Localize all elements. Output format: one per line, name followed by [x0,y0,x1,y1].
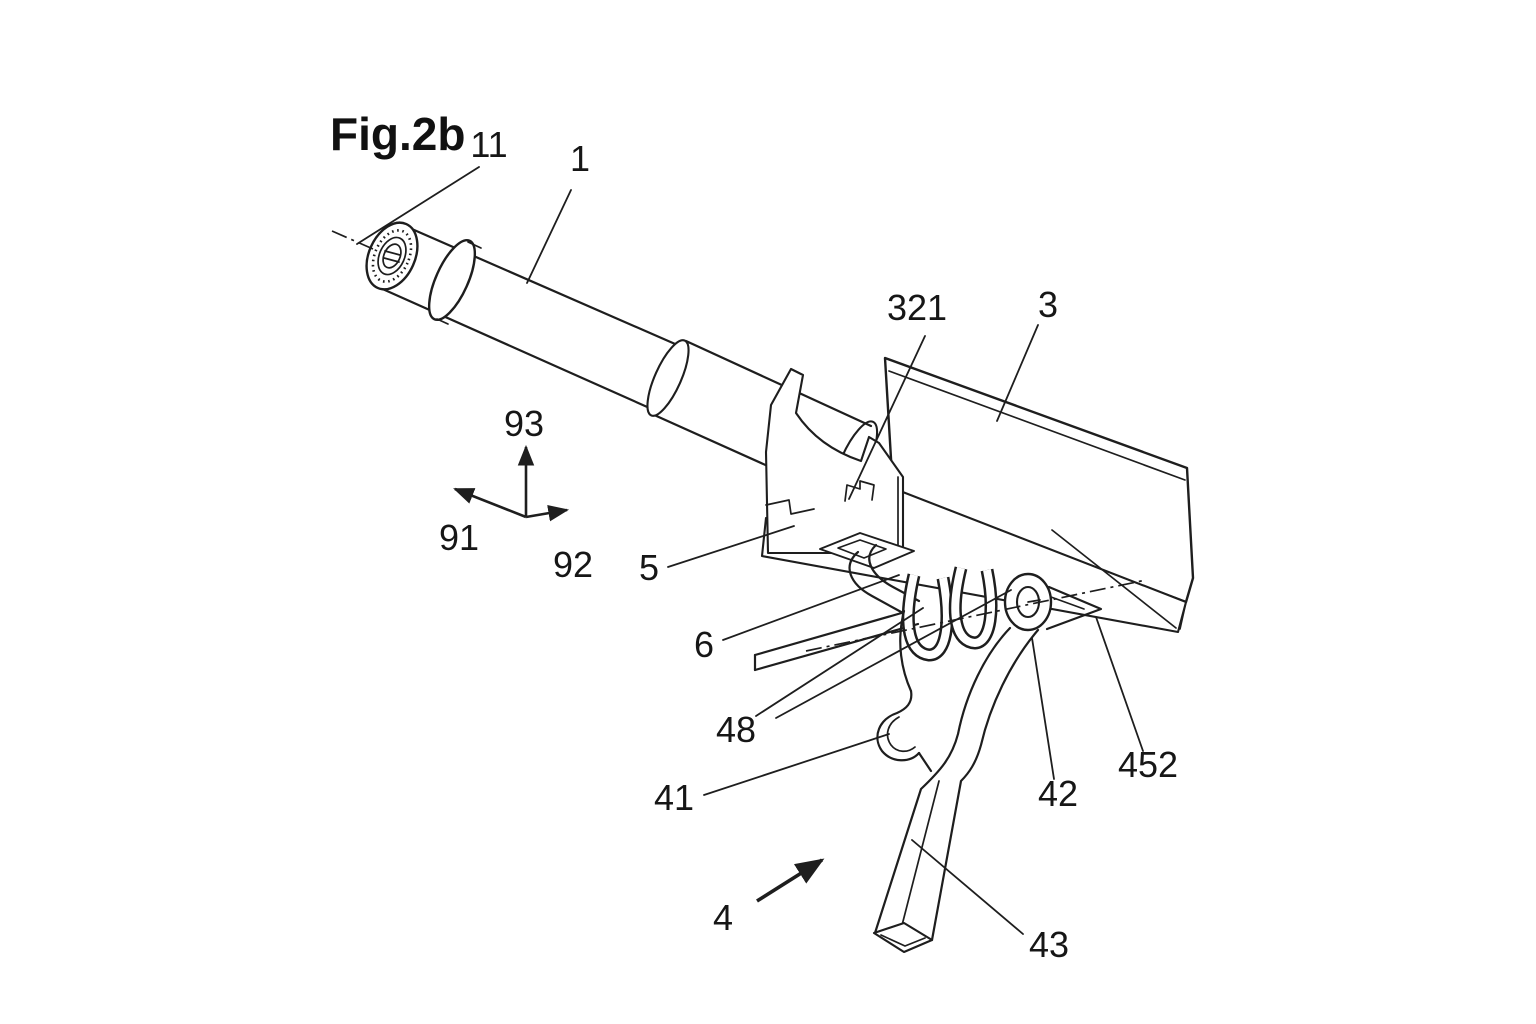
clip-body-to-arm [917,751,933,773]
leader-452 [1095,616,1144,752]
axis-92-arrow [525,504,570,522]
leader-48a [755,607,924,717]
saddle-step-notch [765,499,815,515]
base-plate-taper-edge [1051,529,1177,629]
latch-tab-outline [876,689,921,762]
barrel-top-edge-rear [684,339,873,428]
label-5: 5 [639,547,659,588]
leader-43 [911,839,1024,935]
saddle-bracket [764,367,905,558]
lever [872,572,1103,954]
label-43: 43 [1029,924,1069,965]
label-3: 3 [1038,284,1058,325]
barrel-body-fill [378,226,871,498]
lever-arm-crease [898,780,940,938]
tip-face-mid-ring [377,236,407,276]
reference-labels: Fig.2b 11 1 321 3 93 91 92 5 6 48 41 42 … [330,108,1178,965]
collar-top-step [467,241,482,249]
saddle-front-plate [764,367,905,555]
leader-6 [722,574,900,641]
rail-bottom-edge [753,622,920,672]
barrel-bottom-edge-front [376,285,656,412]
axis-91-arrow [453,487,527,519]
barrel-collar-ring [427,239,477,321]
label-48: 48 [716,709,756,750]
label-93: 93 [504,403,544,444]
block-top-ridge [888,370,1186,481]
label-41: 41 [654,777,694,818]
label-6: 6 [694,624,714,665]
tip-face-outer [365,221,419,291]
figure-title: Fig.2b [330,108,465,160]
clip-strap-front [848,550,905,615]
clip-strap-rear [868,543,921,603]
collar-bottom-step [436,318,449,325]
leader-11 [356,166,480,245]
tip-face-bore [382,243,402,269]
label-11: 11 [470,124,507,165]
barrel-step-ring [646,339,690,417]
leader-42 [1031,637,1055,780]
centerlines [331,230,1147,652]
barrel-top-edge-front [403,224,684,349]
rail-top-edge [753,608,914,657]
clip-loop-2-inner [951,567,995,648]
coordinate-triad [453,444,570,522]
leader-lines [356,166,1144,935]
lever-arm-end-inner [880,934,926,947]
lever-wedge [1045,585,1103,631]
label-92: 92 [553,544,593,585]
tip-face-knurl-ring [371,229,413,283]
clip-rail [753,608,920,672]
spring-clip [848,543,998,773]
label-4: 4 [713,897,733,938]
leader-321 [848,335,926,500]
leader-48b [775,589,1012,719]
tip-axis-centerline [331,230,374,250]
lever-arm-left-edge [873,626,1012,935]
leader-3 [996,324,1039,422]
tongue-outer [819,532,915,569]
lever-arm-right-edge [930,628,1040,942]
label-91: 91 [439,517,479,558]
leader-41 [703,733,890,796]
label-321: 321 [887,287,947,328]
leader-1 [526,189,572,284]
pivot-hole-tick [1027,599,1041,603]
latch-tab-fold [886,716,916,753]
lever-arm-end-cap [872,921,934,954]
saddle-slot-321 [844,480,875,502]
leader-5 [667,525,795,568]
tip-slot-lower [383,257,400,263]
direction-4-arrow [756,858,825,903]
tip-slot-upper [384,250,401,256]
clip-loop-1-inner [904,574,951,660]
label-452: 452 [1118,744,1178,785]
label-42: 42 [1038,773,1078,814]
clip-body-left-edge [899,609,913,693]
label-1: 1 [570,138,590,179]
barrel [365,221,879,504]
